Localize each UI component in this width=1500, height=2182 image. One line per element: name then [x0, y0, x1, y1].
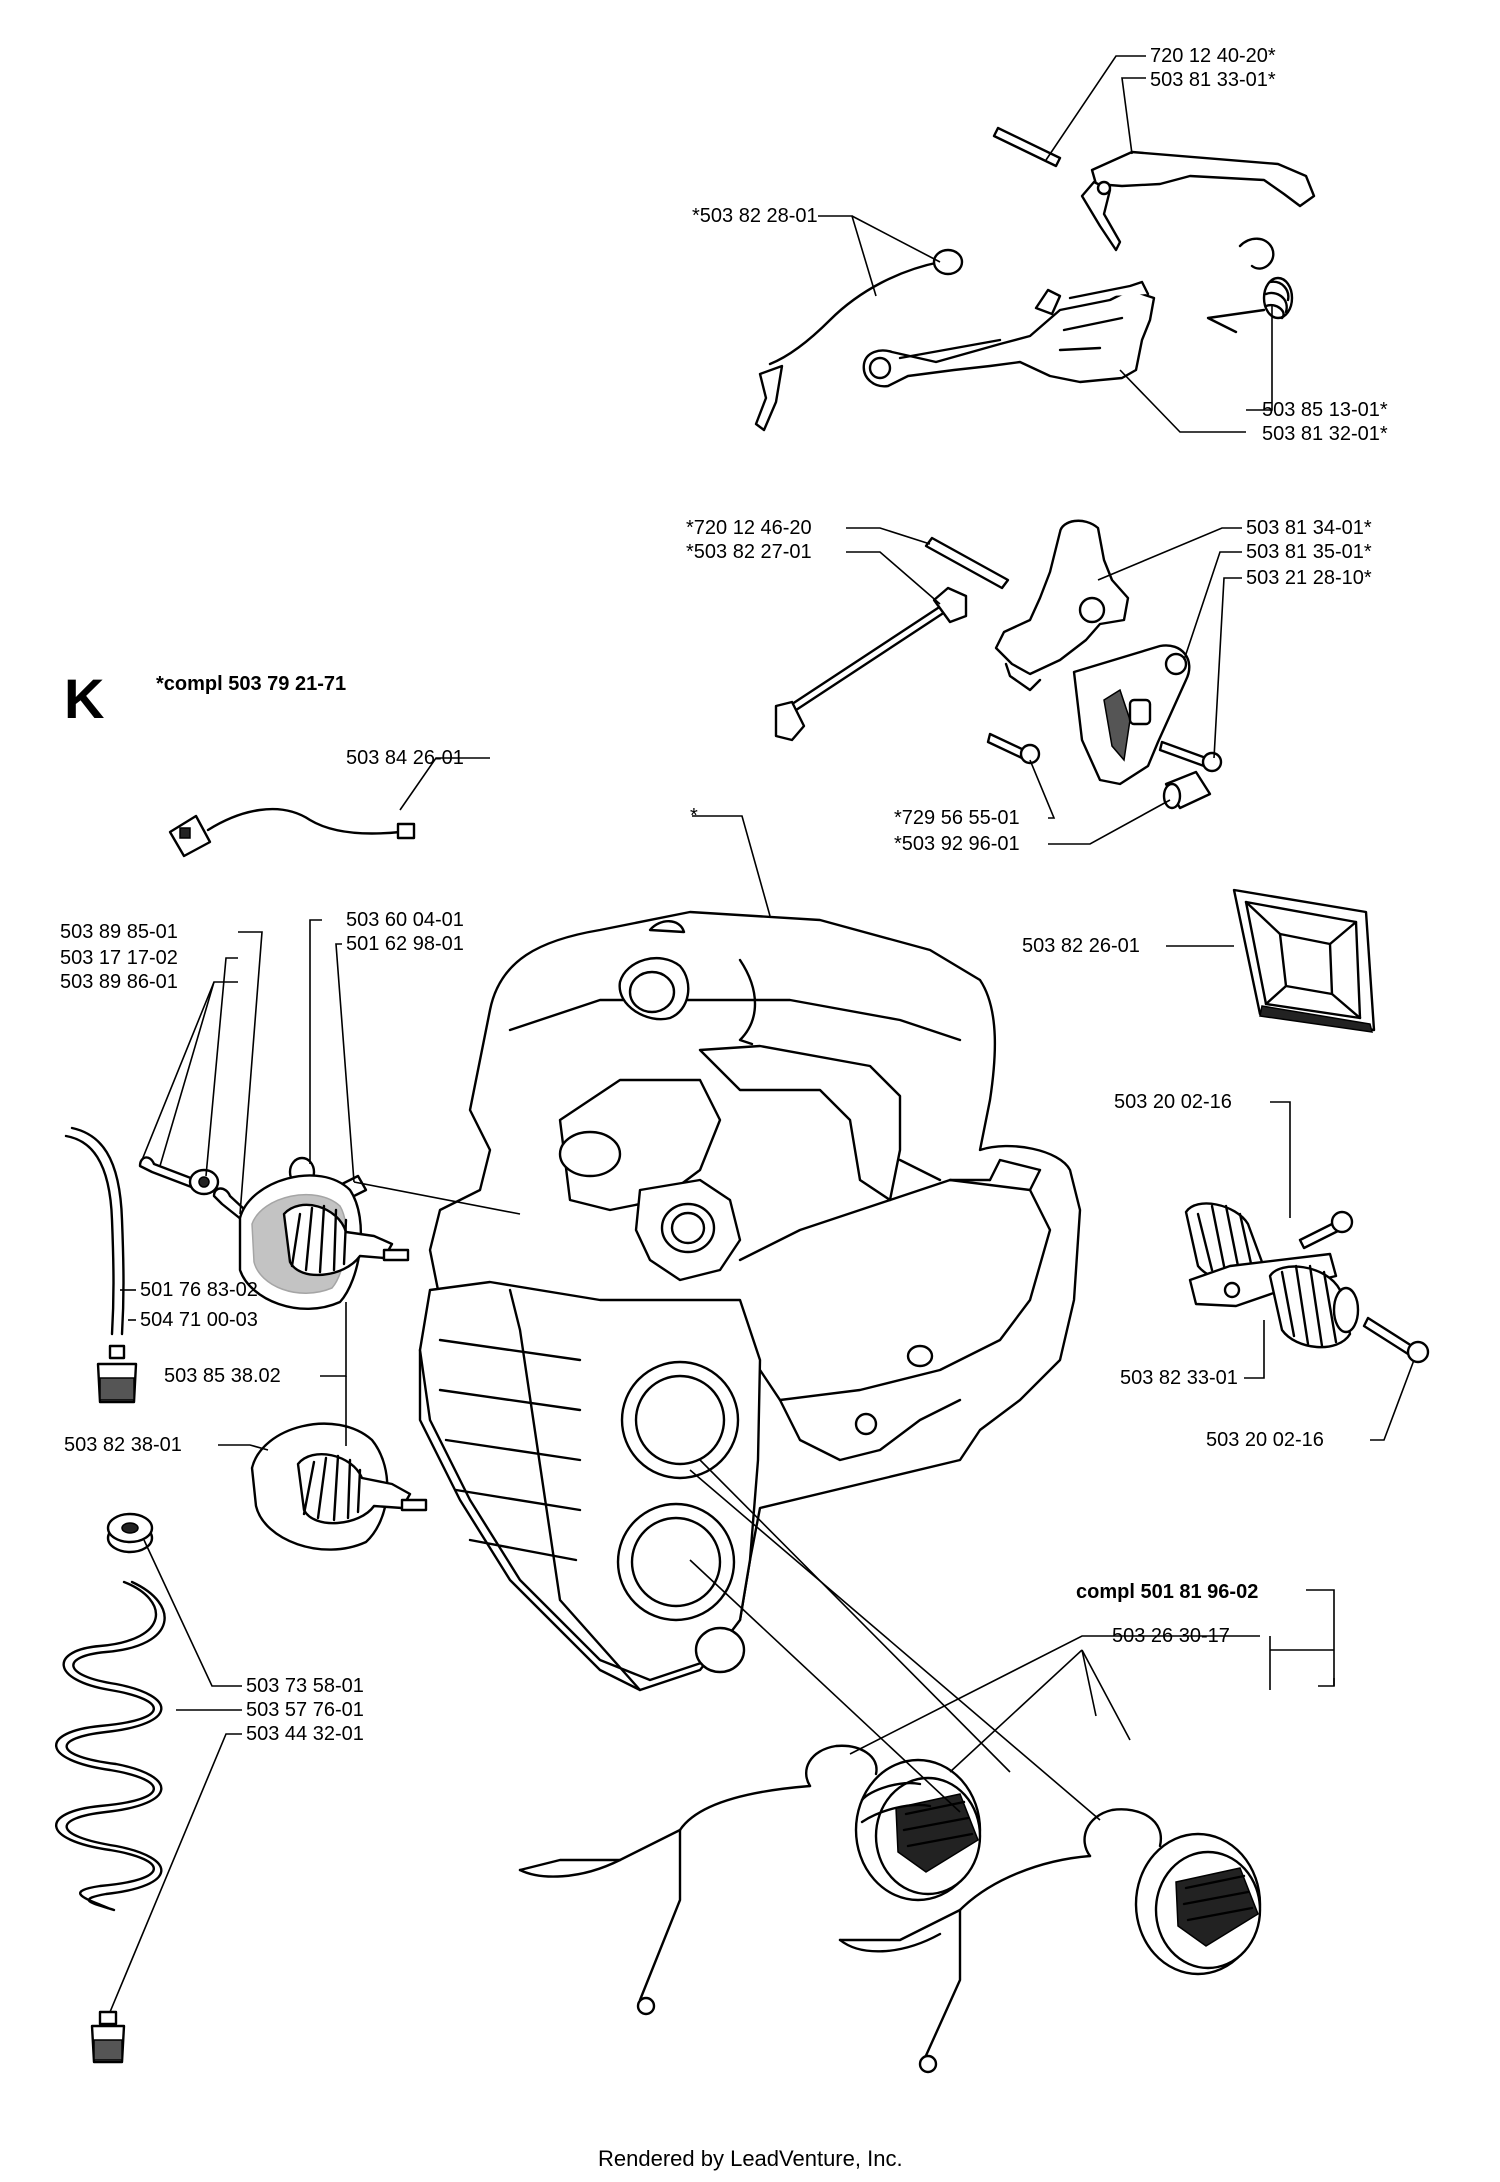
- part-label: 503 60 04-01: [346, 909, 464, 931]
- part-label: 503 81 34-01*: [1246, 517, 1372, 539]
- section-letter: K: [64, 667, 104, 730]
- part-label: 503 81 32-01*: [1262, 423, 1388, 445]
- stop-switch-part: [994, 519, 1130, 676]
- part-label: 503 21 28-10*: [1246, 567, 1372, 589]
- short-circuit-cable-part: [168, 807, 416, 858]
- part-label: 503 82 33-01: [1120, 1367, 1238, 1389]
- part-label: 501 76 83-02: [140, 1279, 258, 1301]
- part-label: 503 17 17-02: [60, 947, 178, 969]
- throttle-cable-part: [754, 248, 964, 432]
- kit-label: *compl 503 79 21-71: [156, 673, 346, 695]
- part-label: 503 20 02-16: [1114, 1091, 1232, 1113]
- part-label: *503 82 27-01: [686, 541, 812, 563]
- part-label: 503 89 86-01: [60, 971, 178, 993]
- intake-rubber-part: [1232, 888, 1376, 1033]
- part-label: 504 71 00-03: [140, 1309, 258, 1331]
- fuel-cap-right-part: [838, 1808, 1262, 2074]
- throttle-trigger-part: [862, 288, 1156, 388]
- part-label: 503 81 35-01*: [1246, 541, 1372, 563]
- part-label: 503 73 58-01: [246, 1675, 364, 1697]
- part-label: 503 84 26-01: [346, 747, 464, 769]
- throttle-lockout-group: [754, 126, 1316, 432]
- pin-part: [992, 126, 1062, 168]
- fuel-cap-left-part: [518, 1744, 982, 2016]
- part-label: 503 82 38-01: [64, 1434, 182, 1456]
- part-labels: 720 12 40-20* 503 81 33-01* *503 82 28-0…: [60, 45, 1388, 1745]
- fuel-tank-housing-part: [418, 910, 1082, 1692]
- fuel-hose-part: [64, 1126, 138, 1404]
- part-label: 503 89 85-01: [60, 921, 178, 943]
- part-label: 503 20 02-16: [1206, 1429, 1324, 1451]
- spring-part: [1206, 237, 1294, 334]
- pin-part: [924, 536, 1010, 590]
- av-assembly-right-part: [1184, 1202, 1430, 1364]
- part-label: *: [690, 805, 698, 827]
- part-label: 503 85 38.02: [164, 1365, 281, 1387]
- part-label: 501 62 98-01: [346, 933, 464, 955]
- part-label: 503 81 33-01*: [1150, 69, 1276, 91]
- part-label: *729 56 55-01: [894, 807, 1020, 829]
- choke-rod-part: [788, 608, 950, 716]
- part-label: 503 44 32-01: [246, 1723, 364, 1745]
- leader-lines: [109, 55, 1415, 2013]
- stop-switch-group: [774, 519, 1223, 810]
- lockout-lever-part: [1090, 150, 1316, 208]
- av-spring-lower-part: [250, 1422, 428, 1551]
- part-label: *503 82 28-01: [692, 205, 818, 227]
- part-label: *503 92 96-01: [894, 833, 1020, 855]
- part-label: 503 26 30-17: [1112, 1625, 1230, 1647]
- screw-part: [986, 732, 1026, 760]
- av-spring-upper-part: [238, 1174, 410, 1311]
- part-label: 503 82 26-01: [1022, 935, 1140, 957]
- part-label: *720 12 46-20: [686, 517, 812, 539]
- part-label: 503 85 13-01*: [1262, 399, 1388, 421]
- fuel-line-coil-part: [55, 1512, 166, 2064]
- render-credit: Rendered by LeadVenture, Inc.: [598, 2146, 903, 2171]
- part-label: 720 12 40-20*: [1150, 45, 1276, 67]
- part-label: 503 57 76-01: [246, 1699, 364, 1721]
- part-label: compl 501 81 96-02: [1076, 1581, 1258, 1603]
- screw-part: [1158, 740, 1208, 768]
